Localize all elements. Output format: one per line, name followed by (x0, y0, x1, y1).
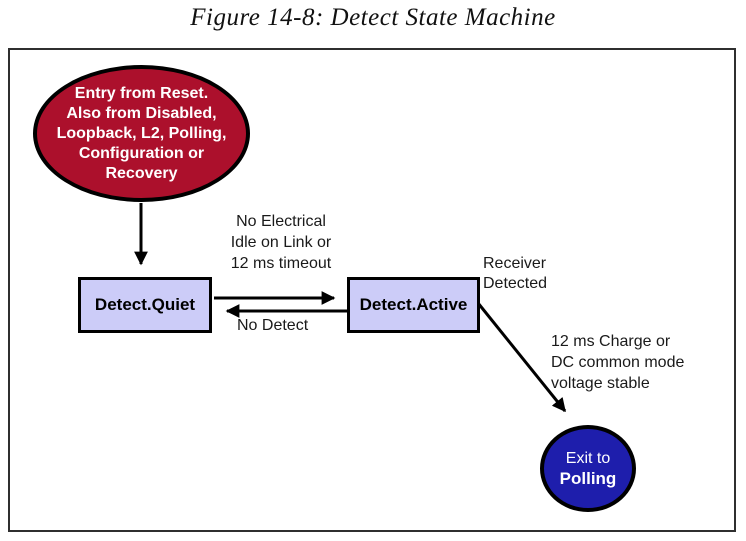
node-entry-state: Entry from Reset. Also from Disabled, Lo… (33, 65, 250, 202)
label-charge-condition: 12 ms Charge or DC common mode voltage s… (551, 333, 685, 392)
node-detect-quiet: Detect.Quiet (78, 277, 212, 333)
figure-title: Figure 14-8: Detect State Machine (190, 4, 556, 31)
label-receiver-detected: Receiver Detected (483, 255, 548, 292)
node-exit-label-line1: Exit to (565, 449, 611, 467)
node-exit-label-line2: Polling (559, 468, 617, 488)
node-exit-to-polling: Exit to Polling (540, 425, 636, 512)
label-quiet-to-active-condition: No Electrical Idle on Link or 12 ms time… (230, 213, 332, 272)
node-detect-active: Detect.Active (347, 277, 480, 333)
node-entry-label: Entry from Reset. Also from Disabled, Lo… (56, 84, 227, 182)
label-no-detect: No Detect (237, 317, 309, 334)
